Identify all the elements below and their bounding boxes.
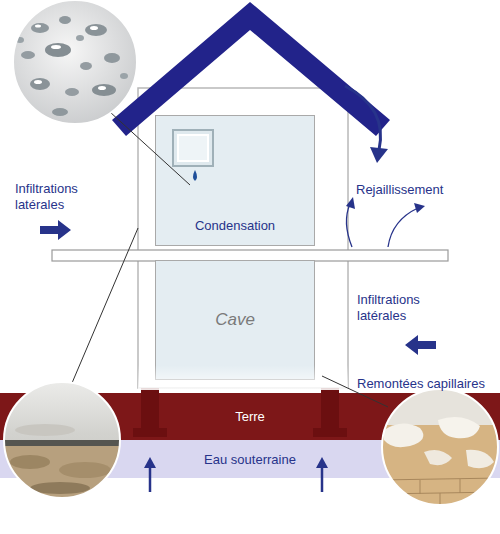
droplet <box>92 84 116 96</box>
droplet-highlight <box>90 26 98 30</box>
infiltration-arrow <box>405 335 436 355</box>
droplet-highlight <box>35 25 41 28</box>
skirting <box>0 440 124 446</box>
annotation-label: Remontées capillaires <box>357 376 497 392</box>
brick-joint <box>380 492 500 494</box>
soil-band: Terre <box>0 393 500 440</box>
damp-stain <box>0 446 124 500</box>
droplet <box>65 88 79 96</box>
photo-background <box>10 0 140 126</box>
photo-frame <box>382 389 498 505</box>
droplet <box>45 43 71 57</box>
condensation-photo <box>10 0 140 126</box>
peeling-patch <box>438 417 480 438</box>
brick-joint <box>380 478 500 480</box>
brick-joint <box>460 479 461 493</box>
photo-background <box>380 388 500 508</box>
splash-arrow <box>388 208 418 247</box>
peeling-patch <box>384 423 423 447</box>
annotation-label: Rejaillissement <box>356 182 476 198</box>
droplet <box>76 35 84 41</box>
annotation-label: Infiltrations latérales <box>15 181 97 213</box>
node-text: Cave <box>215 310 255 330</box>
arrow-head <box>144 457 156 468</box>
droplet <box>30 78 50 90</box>
droplet-highlight <box>51 45 61 49</box>
droplet <box>104 53 120 63</box>
arrow-head <box>316 457 328 468</box>
droplet-highlight <box>98 86 106 90</box>
foundation-footing <box>133 428 167 437</box>
runoff-arrow <box>345 86 381 150</box>
window-pane <box>178 135 208 161</box>
house-wall <box>138 88 348 388</box>
wall-fade <box>138 365 348 390</box>
peeling-plaster-photo <box>380 388 500 508</box>
upward-arrow <box>321 466 324 492</box>
foundation-leg <box>321 388 339 432</box>
photo-frame <box>4 382 120 498</box>
droplet <box>120 73 128 79</box>
groundwater-band: Eau souterraine <box>0 440 500 478</box>
photo-frame <box>13 0 137 124</box>
peeling-patch <box>424 450 452 465</box>
plaster <box>380 425 500 508</box>
room-box: Condensation <box>155 115 315 246</box>
upward-arrow <box>149 466 152 492</box>
infiltration-arrow <box>40 220 71 240</box>
foundation-footing <box>313 428 347 437</box>
damp-stain <box>15 424 75 436</box>
node-text: Condensation <box>195 218 275 233</box>
droplet <box>31 23 49 33</box>
arrow-head <box>346 197 355 209</box>
water-drop <box>193 170 197 181</box>
splash-arrow <box>346 204 352 247</box>
droplet <box>80 62 92 70</box>
droplet <box>59 16 71 24</box>
node-text: Eau souterraine <box>204 452 296 467</box>
peeling-patch <box>466 450 494 469</box>
annotation-label: Infiltrations latérales <box>357 292 439 324</box>
leader-line <box>72 228 138 383</box>
damp-stain <box>59 462 111 478</box>
arrow-head <box>414 203 425 213</box>
droplet <box>85 24 107 36</box>
damp-stain <box>30 482 90 494</box>
damp-stain <box>10 455 50 469</box>
droplet <box>21 51 35 59</box>
droplet <box>16 37 24 43</box>
leader-line <box>110 112 190 185</box>
arrow-head <box>370 147 388 163</box>
foundation-leg <box>141 388 159 432</box>
damp-wall-photo <box>0 380 124 500</box>
droplet <box>52 108 68 116</box>
room-box: Cave <box>155 260 315 380</box>
node-text: Terre <box>235 409 265 424</box>
brick-joint <box>440 493 441 508</box>
droplet-highlight <box>34 80 42 84</box>
window <box>173 130 213 166</box>
brick-joint <box>420 480 421 494</box>
photo-background <box>0 380 124 500</box>
